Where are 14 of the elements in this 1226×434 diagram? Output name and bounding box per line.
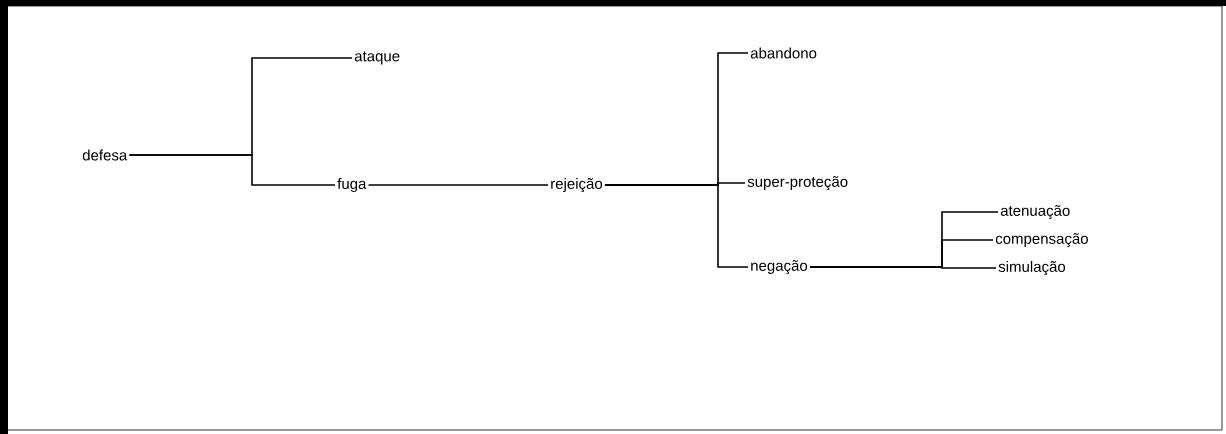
term-label: rejeição — [551, 178, 603, 193]
term-label: defesa — [82, 149, 128, 161]
term-label: super-proteção — [747, 176, 848, 190]
term-label: atenuação — [1000, 205, 1070, 219]
term-label: simulação — [998, 261, 1066, 276]
term-label: compensação — [995, 233, 1088, 247]
connector-line — [367, 184, 549, 186]
term-label: abandono — [750, 47, 817, 59]
connector-line — [128, 154, 336, 186]
term-label: fuga — [337, 178, 367, 192]
connector-line — [809, 266, 997, 269]
term-label: ataque — [354, 51, 400, 65]
connector-line — [604, 184, 749, 268]
term-label: negação — [751, 260, 808, 274]
